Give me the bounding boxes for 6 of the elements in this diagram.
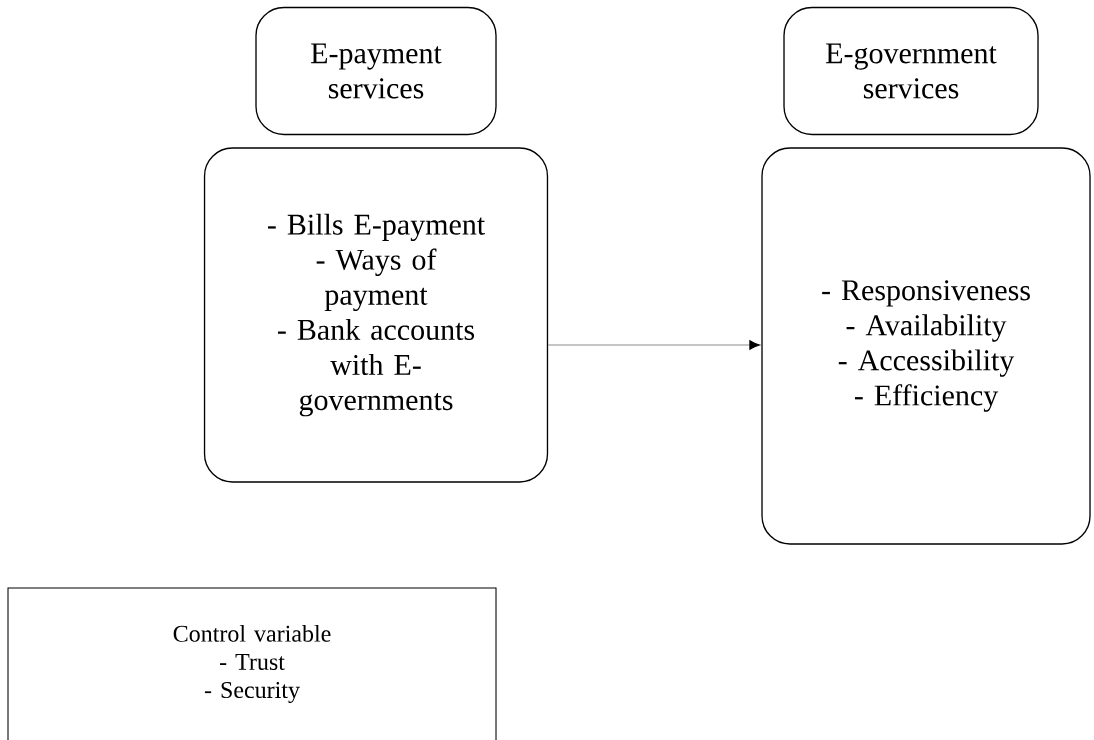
title-box: E-government services	[783, 6, 1039, 136]
arrow	[547, 340, 760, 350]
title-box: E-payment services	[255, 6, 497, 136]
note-box: Control variable - Trust - Security	[7, 587, 497, 740]
list-box: - Responsiveness - Availability - Accessibility - Efficiency	[761, 147, 1091, 545]
list-box: - Bills E-payment - Ways of payment - Bank accounts with E-governments	[203, 147, 549, 483]
